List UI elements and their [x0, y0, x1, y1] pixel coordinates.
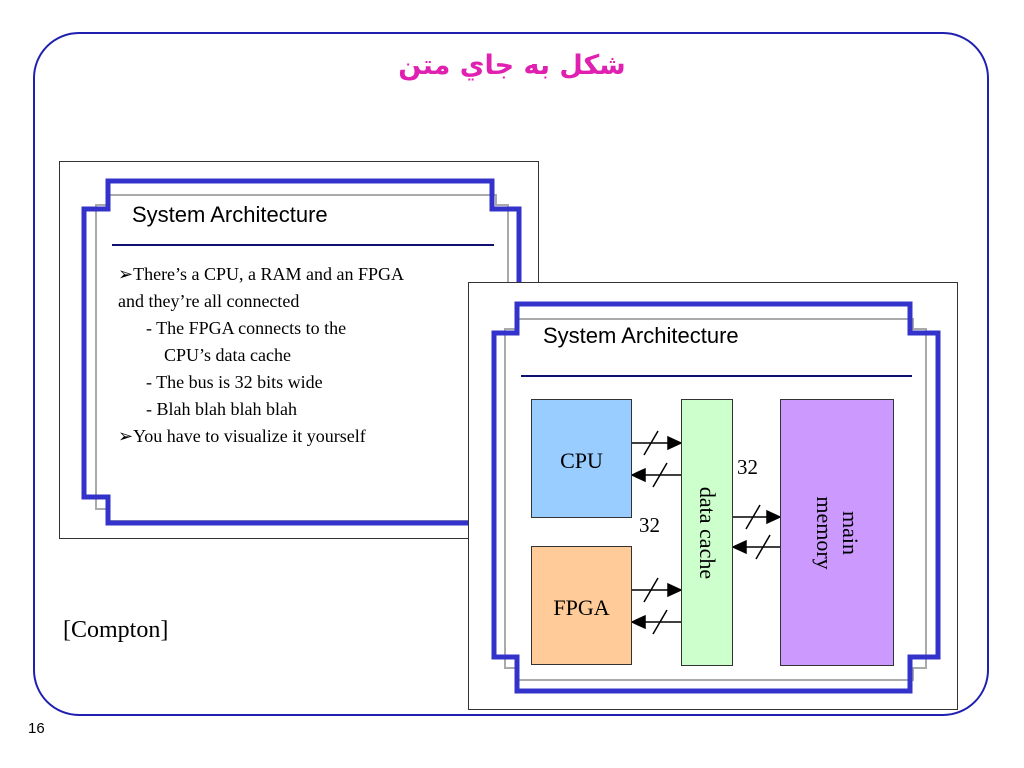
bullet-item: - The FPGA connects to the: [146, 318, 347, 338]
bullet-item: and they’re all connected: [118, 291, 300, 311]
right-slide-title: System Architecture: [543, 323, 739, 348]
left-slide-thumbnail: System Architecture ➢There’s a CPU, a RA…: [59, 161, 539, 539]
left-slide-bullets: ➢There’s a CPU, a RAM and an FPGA and th…: [118, 261, 404, 450]
slide-number: 16: [28, 720, 45, 737]
page-title: شكل به جاي متن: [398, 50, 626, 81]
fpga-block: FPGA: [531, 546, 632, 665]
left-slide-title: System Architecture: [132, 202, 328, 227]
cpu-block: CPU: [531, 399, 632, 518]
citation: [Compton]: [63, 617, 169, 643]
bus-width-label: 32: [737, 455, 758, 479]
bullet-item: ➢You have to visualize it yourself: [118, 426, 366, 446]
data-cache-block: data cache: [681, 399, 733, 666]
right-slide-thumbnail: System Architecture CPU FPGA data cache …: [468, 282, 958, 710]
bullet-item: CPU’s data cache: [164, 345, 291, 365]
slide-frame: [33, 32, 989, 716]
memory-label-line: memory: [812, 495, 837, 570]
right-slide-border: [491, 301, 941, 694]
bullet-item: - The bus is 32 bits wide: [146, 372, 323, 392]
main-memory-label: main memory: [811, 496, 863, 569]
bus-width-label: 32: [639, 513, 660, 537]
main-memory-block: main memory: [780, 399, 894, 666]
data-cache-label: data cache: [695, 486, 720, 579]
bus-arrows: [630, 430, 782, 635]
bullet-item: ➢There’s a CPU, a RAM and an FPGA: [118, 264, 405, 284]
bullet-item: - Blah blah blah blah: [146, 399, 297, 419]
memory-label-line: main: [838, 510, 863, 555]
